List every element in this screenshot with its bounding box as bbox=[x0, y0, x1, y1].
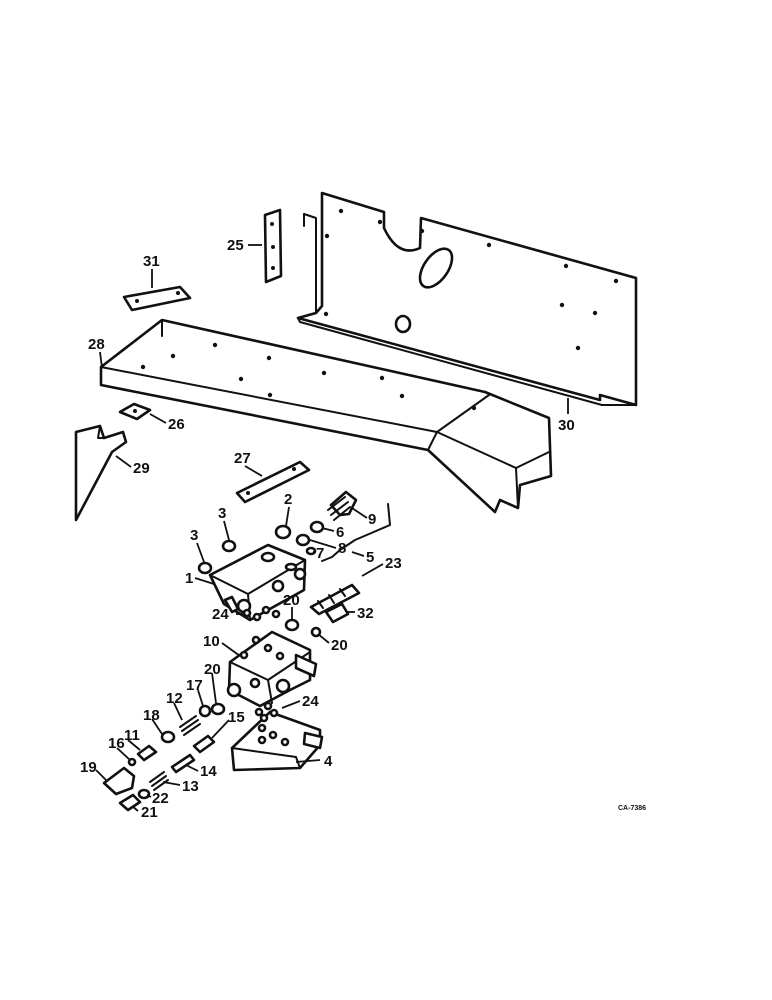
callout-21: 21 bbox=[141, 804, 158, 821]
callout-6: 6 bbox=[336, 524, 344, 541]
callout-20b: 20 bbox=[331, 637, 348, 654]
callout-24b: 24 bbox=[302, 693, 319, 710]
part-28-channel bbox=[99, 318, 553, 514]
callout-31: 31 bbox=[143, 253, 160, 270]
part-1-valve-body bbox=[208, 543, 307, 622]
callout-labels: 25 31 28 30 26 29 27 2 3 3 9 6 8 7 5 23 … bbox=[80, 237, 575, 821]
callout-15: 15 bbox=[228, 709, 245, 726]
callout-8: 8 bbox=[338, 540, 346, 557]
callout-28: 28 bbox=[88, 336, 105, 353]
part-31-plate bbox=[122, 285, 192, 312]
part-30-panel bbox=[296, 191, 638, 407]
callout-26: 26 bbox=[168, 416, 185, 433]
callout-18: 18 bbox=[143, 707, 160, 724]
callout-19: 19 bbox=[80, 759, 97, 776]
callout-9: 9 bbox=[368, 511, 376, 528]
part-25-strap bbox=[263, 208, 283, 284]
callout-leaders bbox=[95, 244, 569, 812]
callout-30: 30 bbox=[558, 417, 575, 434]
callout-27: 27 bbox=[234, 450, 251, 467]
callout-24a: 24 bbox=[212, 606, 229, 623]
callout-3a: 3 bbox=[218, 505, 226, 522]
callout-12: 12 bbox=[166, 690, 183, 707]
callout-16: 16 bbox=[108, 735, 125, 752]
callout-4: 4 bbox=[324, 753, 333, 770]
callout-20a: 20 bbox=[283, 592, 300, 609]
callout-2: 2 bbox=[284, 491, 292, 508]
drawing-code: CA-7386 bbox=[618, 805, 646, 812]
callout-20c: 20 bbox=[204, 661, 221, 678]
callout-7: 7 bbox=[316, 545, 324, 562]
callout-13: 13 bbox=[182, 778, 199, 795]
part-27-bar bbox=[235, 460, 311, 504]
callout-32: 32 bbox=[357, 605, 374, 622]
callout-11: 11 bbox=[124, 727, 140, 744]
part-26-plate bbox=[118, 402, 152, 421]
callout-3b: 3 bbox=[190, 527, 198, 544]
part-10-valve-body bbox=[226, 630, 318, 708]
callout-14: 14 bbox=[200, 763, 217, 780]
part-4-end-cover bbox=[230, 710, 324, 772]
callout-22: 22 bbox=[152, 790, 169, 807]
callout-23: 23 bbox=[385, 555, 402, 572]
callout-10: 10 bbox=[203, 633, 220, 650]
callout-29: 29 bbox=[133, 460, 150, 477]
callout-25: 25 bbox=[227, 237, 244, 254]
callout-1: 1 bbox=[185, 570, 193, 587]
part-29-bracket bbox=[74, 424, 128, 522]
callout-17: 17 bbox=[186, 677, 203, 694]
hardware-parts bbox=[102, 490, 391, 812]
callout-5: 5 bbox=[366, 549, 374, 566]
